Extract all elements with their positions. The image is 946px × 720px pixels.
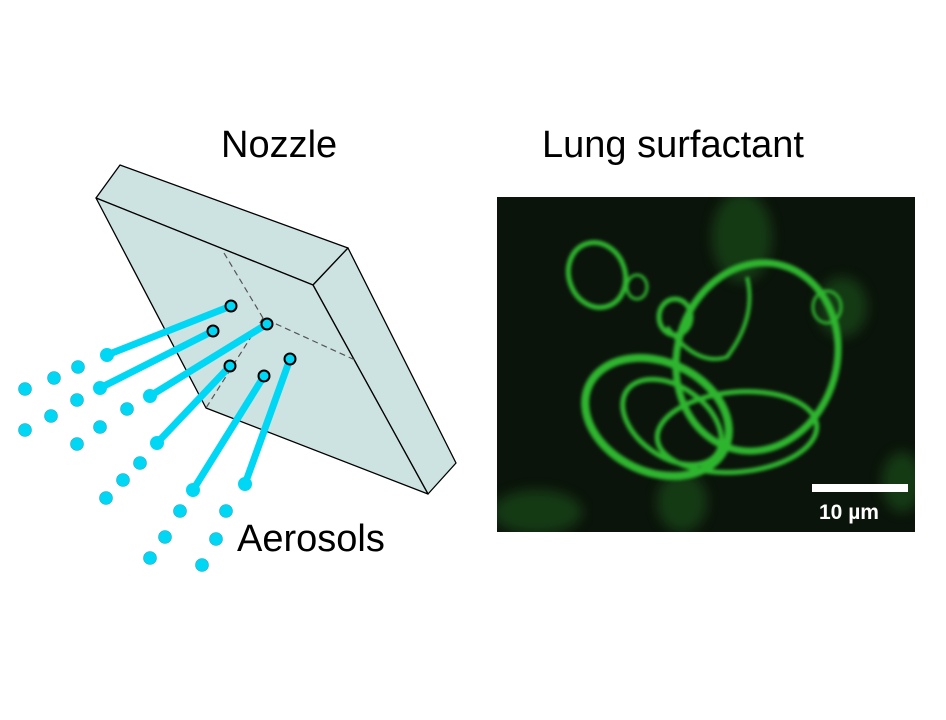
nozzle-hole	[257, 369, 271, 383]
aerosol-droplet	[116, 473, 130, 487]
aerosol-droplet	[93, 420, 107, 434]
nozzle-diagram	[18, 164, 457, 572]
scale-bar	[812, 484, 908, 492]
aerosol-droplet	[133, 456, 147, 470]
aerosol-droplet	[209, 532, 223, 546]
aerosols-label: Aerosols	[237, 518, 385, 560]
droplet-bulb	[100, 348, 114, 362]
droplet-bulb	[150, 436, 164, 450]
nozzle-hole	[260, 317, 274, 331]
aerosol-droplet	[44, 409, 58, 423]
liquid-jet	[241, 355, 294, 488]
nozzle-hole	[206, 324, 220, 338]
liquid-jet	[153, 362, 234, 447]
aerosol-droplet	[47, 371, 61, 385]
aerosol-droplet	[18, 423, 32, 437]
lung-surfactant-title: Lung surfactant	[542, 124, 804, 166]
droplet-bulb	[143, 389, 157, 403]
aerosol-droplet	[71, 360, 85, 374]
aerosol-droplet	[173, 504, 187, 518]
nozzle-hole	[224, 299, 238, 313]
aerosol-droplet	[70, 437, 84, 451]
nozzle-hole	[223, 359, 237, 373]
scale-bar-label: 10 µm	[819, 501, 879, 524]
droplet-bulb	[186, 483, 200, 497]
droplet-bulb	[238, 477, 252, 491]
nozzle-hole	[283, 352, 297, 366]
lung-surfactant-micrograph: 10 µm	[497, 197, 915, 532]
liquid-jet	[146, 320, 271, 400]
aerosol-droplet	[99, 491, 113, 505]
plate-front-face	[95, 197, 429, 495]
droplet-bulb	[93, 381, 107, 395]
aerosol-droplet	[158, 530, 172, 544]
aerosol-droplet	[219, 504, 233, 518]
liquid-jet	[96, 327, 217, 392]
nozzle-title: Nozzle	[221, 124, 338, 166]
liquid-jet	[103, 302, 235, 359]
liquid-jet	[189, 372, 268, 494]
aerosol-droplet	[70, 393, 84, 407]
aerosol-droplet	[18, 382, 32, 396]
aerosol-droplet	[120, 402, 134, 416]
aerosol-droplet	[143, 551, 157, 565]
aerosol-droplet	[195, 558, 209, 572]
